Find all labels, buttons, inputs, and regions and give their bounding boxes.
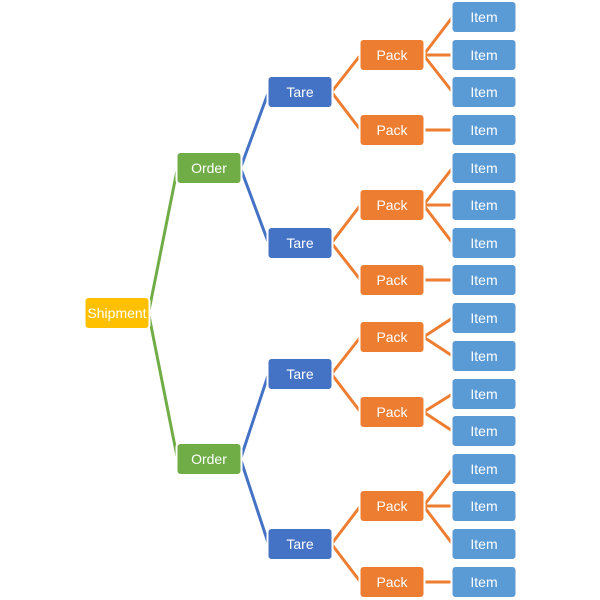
edge-pack7-to-item13 (422, 467, 454, 508)
edge-tare1-to-pack1 (330, 53, 362, 94)
edge-order2-to-tare3 (239, 372, 270, 461)
edge-tare1-to-pack2 (330, 90, 362, 132)
edge-pack5-to-item9 (422, 316, 454, 339)
item-node-item5: Item (450, 151, 518, 185)
shipment-node-shipment: Shipment (83, 296, 151, 330)
item-node-item15: Item (450, 527, 518, 561)
tare-node-tare4: Tare (266, 527, 334, 561)
pack-node-pack5: Pack (358, 320, 426, 354)
edge-tare4-to-pack8 (330, 542, 362, 584)
item-node-item2: Item (450, 38, 518, 72)
edge-pack6-to-item11 (422, 392, 454, 414)
order-node-order2: Order (175, 442, 243, 476)
edge-tare2-to-pack4 (330, 241, 362, 282)
item-node-item7: Item (450, 226, 518, 260)
edge-pack7-to-item15 (422, 504, 454, 546)
item-node-item6: Item (450, 188, 518, 222)
edge-pack1-to-item1 (422, 15, 454, 57)
pack-node-pack3: Pack (358, 188, 426, 222)
edge-shipment-to-order2 (147, 311, 179, 461)
edge-tare3-to-pack6 (330, 372, 362, 414)
edge-tare2-to-pack3 (330, 203, 362, 245)
item-node-item1: Item (450, 0, 518, 34)
pack-node-pack1: Pack (358, 38, 426, 72)
edge-pack3-to-item5 (422, 166, 454, 207)
edge-order2-to-tare4 (239, 457, 270, 546)
item-node-item3: Item (450, 75, 518, 109)
item-node-item10: Item (450, 339, 518, 373)
item-node-item12: Item (450, 414, 518, 448)
edge-order1-to-tare2 (239, 166, 270, 245)
edge-shipment-to-order1 (147, 166, 179, 315)
tare-node-tare3: Tare (266, 357, 334, 391)
item-node-item11: Item (450, 377, 518, 411)
edge-order1-to-tare1 (239, 90, 270, 170)
pack-node-pack2: Pack (358, 113, 426, 147)
order-node-order1: Order (175, 151, 243, 185)
item-node-item16: Item (450, 565, 518, 599)
pack-node-pack4: Pack (358, 263, 426, 297)
tare-node-tare2: Tare (266, 226, 334, 260)
item-node-item8: Item (450, 263, 518, 297)
edge-tare4-to-pack7 (330, 504, 362, 546)
item-node-item9: Item (450, 301, 518, 335)
edge-pack5-to-item10 (422, 335, 454, 358)
pack-node-pack6: Pack (358, 395, 426, 429)
tare-node-tare1: Tare (266, 75, 334, 109)
edge-pack6-to-item12 (422, 410, 454, 433)
edge-pack1-to-item3 (422, 53, 454, 94)
item-node-item4: Item (450, 113, 518, 147)
pack-node-pack7: Pack (358, 489, 426, 523)
item-node-item13: Item (450, 452, 518, 486)
item-node-item14: Item (450, 489, 518, 523)
edge-tare3-to-pack5 (330, 335, 362, 376)
pack-node-pack8: Pack (358, 565, 426, 599)
edge-pack3-to-item7 (422, 203, 454, 245)
